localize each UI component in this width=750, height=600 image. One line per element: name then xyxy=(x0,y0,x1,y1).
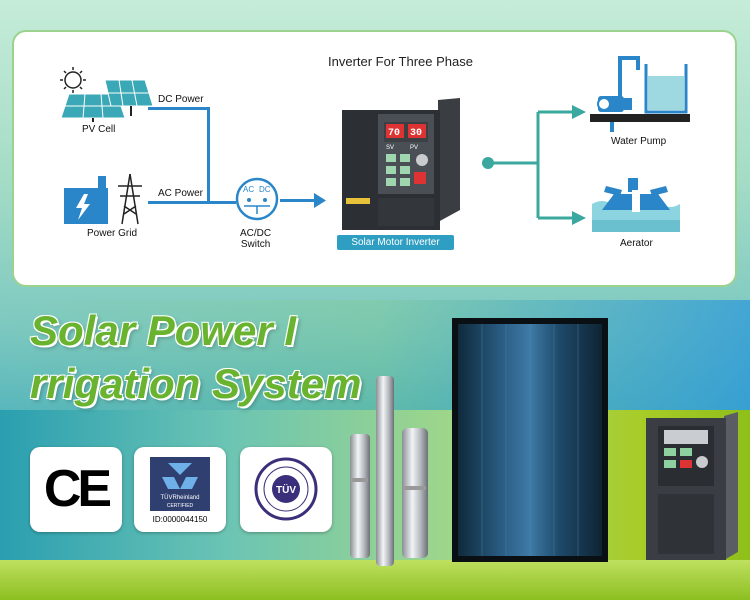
dc-line-vertical xyxy=(207,107,210,203)
output-branch-lines xyxy=(482,105,586,225)
headline-line-1: Solar Power I xyxy=(30,307,297,354)
tuv-name-text: TÜVRheinland xyxy=(160,494,199,501)
tuv-sud-logo-icon: TÜV xyxy=(254,457,318,521)
switch-ac-text: AC xyxy=(243,185,254,194)
display-sv-text: SV xyxy=(386,145,394,151)
ac-power-label: AC Power xyxy=(158,188,204,199)
solar-panel-image xyxy=(452,318,608,562)
dc-power-label: DC Power xyxy=(158,94,204,105)
arrow-to-inverter-icon xyxy=(314,193,326,208)
inverter-label: Solar Motor Inverter xyxy=(337,235,454,250)
tuv-sud-text: TÜV xyxy=(276,483,296,496)
ac-dc-switch-icon: AC DC xyxy=(235,177,279,221)
inverter-device-icon: 70 30 SV PV xyxy=(342,98,460,230)
tuv-id-text: ID:0000044150 xyxy=(152,515,208,524)
tuv-cert-text: CERTIFIED xyxy=(167,503,194,509)
display-left-text: 70 xyxy=(388,128,400,139)
ac-line-horizontal xyxy=(148,201,236,204)
tuv-sud-badge: TÜV xyxy=(240,447,332,532)
inverter-product-image xyxy=(646,412,738,560)
aerator-icon xyxy=(592,178,680,232)
water-pump-label: Water Pump xyxy=(611,136,667,147)
tuv-rheinland-badge: TÜVRheinland CERTIFIED ID:0000044150 xyxy=(134,447,226,532)
switch-to-inverter-line xyxy=(280,199,316,202)
headline-line-2: rrigation System xyxy=(30,360,362,407)
power-grid-label: Power Grid xyxy=(87,228,138,239)
aerator-label: Aerator xyxy=(620,238,653,249)
diagram-title: Inverter For Three Phase xyxy=(328,54,473,69)
switch-label: AC/DC Switch xyxy=(240,228,272,250)
water-pump-icon xyxy=(590,56,690,132)
background-ground xyxy=(0,560,750,600)
tuv-rheinland-logo-icon: TÜVRheinland CERTIFIED xyxy=(150,457,210,511)
pv-cell-icon xyxy=(60,67,154,122)
submersible-pumps-image xyxy=(350,376,428,566)
display-pv-text: PV xyxy=(410,145,418,151)
ce-badge: CE xyxy=(30,447,122,532)
ce-mark: CE xyxy=(43,460,112,518)
display-right-text: 30 xyxy=(410,128,422,139)
switch-dc-text: DC xyxy=(259,185,271,194)
dc-line-horizontal xyxy=(148,107,210,110)
power-grid-icon xyxy=(64,173,142,225)
pv-cell-label: PV Cell xyxy=(82,124,116,135)
